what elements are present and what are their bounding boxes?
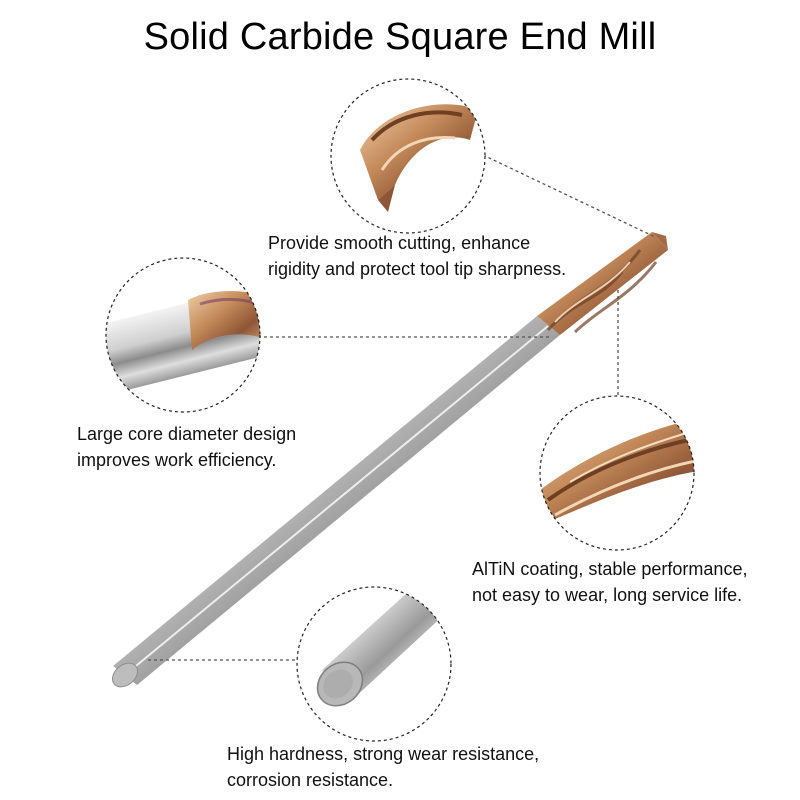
leader-line-tip [482,154,656,238]
caption-coating-line-1: AlTiN coating, stable performance, [472,559,748,579]
coated-flute-closeup [539,395,695,551]
caption-shank: High hardness, strong wear resistance, c… [227,741,539,793]
flute-tip-closeup [330,78,486,234]
caption-tip-line-2: rigidity and protect tool tip sharpness. [268,259,567,279]
caption-core-line-1: Large core diameter design [77,424,297,444]
caption-shank-line-2: corrosion resistance. [227,770,394,790]
neck-closeup [105,257,261,413]
end-mill-tool [111,232,668,688]
shank-end-face [111,662,139,688]
leader-lines [148,154,656,661]
caption-core: Large core diameter design improves work… [77,421,296,473]
caption-coating: AlTiN coating, stable performance, not e… [472,556,747,608]
shank-end-closeup [296,586,452,742]
caption-coating-line-2: not easy to wear, long service life. [472,585,743,605]
page-title: Solid Carbide Square End Mill [143,16,657,58]
caption-shank-line-1: High hardness, strong wear resistance, [227,744,540,764]
caption-core-line-2: improves work efficiency. [77,450,277,470]
caption-tip: Provide smooth cutting, enhance rigidity… [268,230,566,282]
caption-tip-line-1: Provide smooth cutting, enhance [268,233,531,253]
